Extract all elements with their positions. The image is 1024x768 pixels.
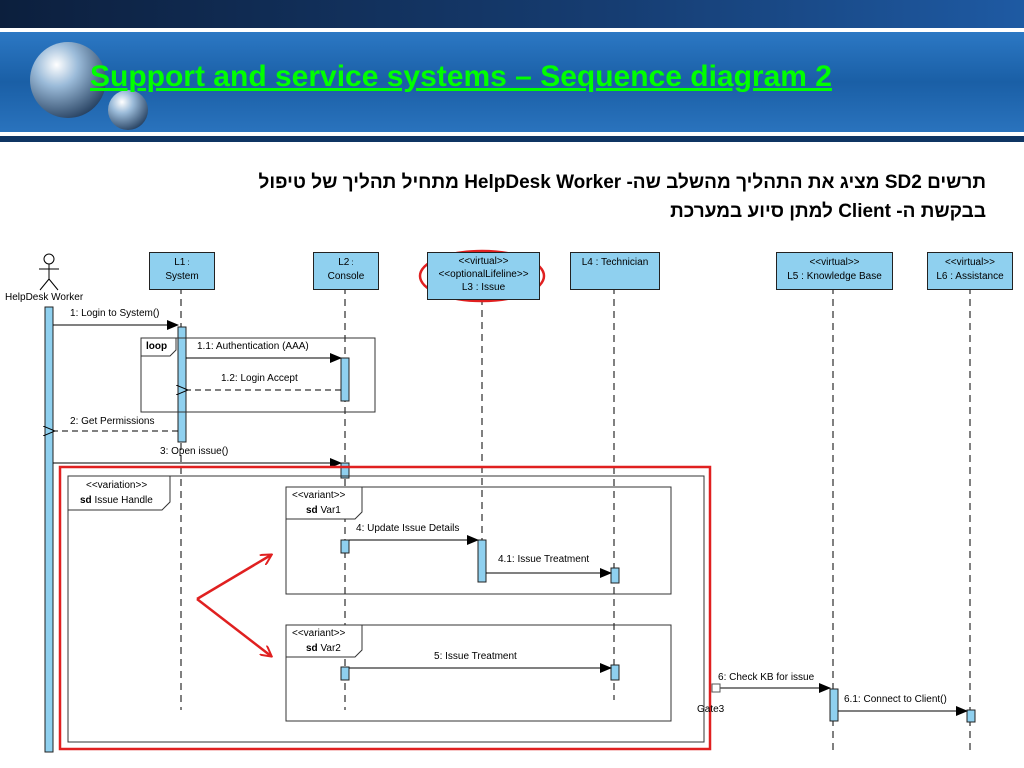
activation-bars <box>44 306 976 753</box>
slide-title: Support and service systems – Sequence d… <box>90 60 832 93</box>
var2-name: sd Var2 <box>306 643 341 654</box>
lifeline-lines <box>180 287 971 755</box>
message-arrows <box>53 320 968 716</box>
highlight-variation-box <box>58 465 712 751</box>
message-6-label: 6: Check KB for issue <box>718 672 815 683</box>
lifeline-assistance: <<virtual>> L6 : Assistance <box>927 252 1013 290</box>
message-3-label: 3: Open issue() <box>160 446 229 457</box>
message-1-2-label: 1.2: Login Accept <box>221 373 298 384</box>
variation-stereotype: <<variation>> <box>86 480 148 491</box>
highlight-arrows <box>196 555 271 656</box>
var1-stereotype: <<variant>> <box>292 490 346 501</box>
lifeline-technician: L4 : Technician <box>570 252 660 290</box>
globe-logo-icon <box>30 42 148 130</box>
lifeline-system: L1 : System <box>149 252 215 290</box>
lifeline-console: L2 : Console <box>313 252 379 290</box>
message-1-label: 1: Login to System() <box>70 308 160 319</box>
message-6-1-label: 6.1: Connect to Client() <box>844 694 947 705</box>
var1-name: sd Var1 <box>306 505 341 516</box>
subtitle-line-1: תרשים SD2 מציג את התהליך מהשלב שה- HelpD… <box>258 172 986 193</box>
message-4-label: 4: Update Issue Details <box>356 523 460 534</box>
message-5-label: 5: Issue Treatment <box>434 651 517 662</box>
message-4-1-label: 4.1: Issue Treatment <box>498 554 590 565</box>
variation-name: sd Issue Handle <box>80 495 153 506</box>
message-1-1-label: 1.1: Authentication (AAA) <box>197 341 309 352</box>
gate-marker <box>711 683 721 693</box>
actor-label: HelpDesk Worker <box>5 292 84 303</box>
gate-label: Gate3 <box>697 704 725 715</box>
highlight-issue-ellipse <box>418 249 546 303</box>
variant-var2-fragment <box>285 624 672 722</box>
lifeline-issue: <<virtual>> <<optionalLifeline>> L3 : Is… <box>427 252 540 300</box>
variant-var1-fragment <box>285 486 672 595</box>
loop-fragment <box>140 337 376 413</box>
variation-fragment <box>67 475 705 743</box>
subtitle-line-2: בבקשת ה- Client למתן סיוע במערכת <box>670 201 986 222</box>
lifeline-knowledge-base: <<virtual>> L5 : Knowledge Base <box>776 252 893 290</box>
loop-label: loop <box>146 341 168 352</box>
message-2-label: 2: Get Permissions <box>70 416 155 427</box>
slide-header <box>0 0 1024 142</box>
actor-icon <box>39 253 59 291</box>
var2-stereotype: <<variant>> <box>292 628 346 639</box>
